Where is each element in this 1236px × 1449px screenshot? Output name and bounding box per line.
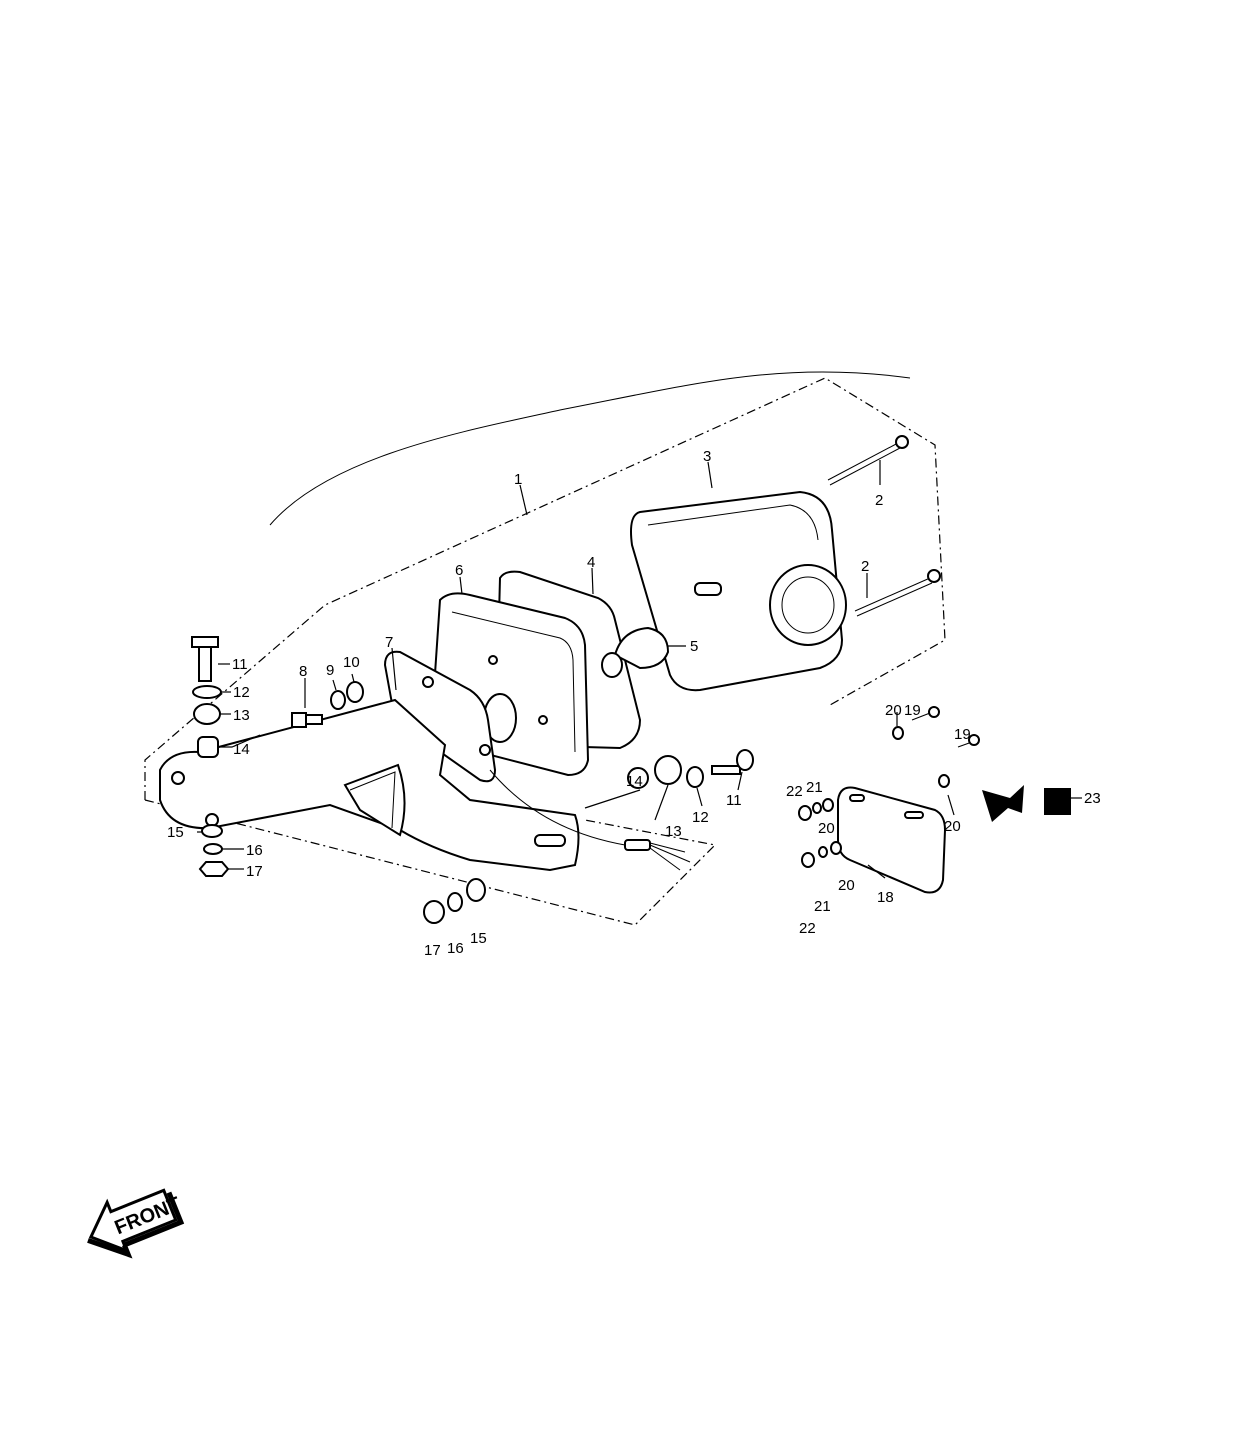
callout-14: 14 bbox=[233, 741, 250, 758]
nut-17-left bbox=[198, 861, 230, 877]
front-direction-arrow: FRONT bbox=[87, 1188, 185, 1259]
washer-20-d bbox=[830, 841, 842, 855]
callout-19: 19 bbox=[954, 726, 971, 743]
nut-22-a bbox=[798, 805, 812, 821]
washer-left bbox=[192, 685, 222, 699]
washer-10 bbox=[346, 681, 364, 703]
lockwasher-21-a bbox=[812, 802, 822, 814]
fender-outline bbox=[269, 371, 911, 526]
lockwasher-16-left bbox=[203, 843, 223, 855]
callout-21: 21 bbox=[806, 779, 823, 796]
washer-15-bottom bbox=[466, 878, 486, 902]
callout-13: 13 bbox=[233, 707, 250, 724]
bolt-right bbox=[711, 749, 754, 775]
callout-9: 9 bbox=[326, 662, 334, 679]
bolt-left bbox=[191, 636, 219, 682]
callout-17: 17 bbox=[424, 942, 441, 959]
callout-11: 11 bbox=[726, 792, 742, 809]
nut-22-b bbox=[801, 852, 815, 868]
callout-23: 23 bbox=[1084, 790, 1101, 807]
callout-7: 7 bbox=[385, 634, 393, 651]
callout-6: 6 bbox=[455, 562, 463, 579]
assembly-boundary-lower bbox=[144, 799, 717, 926]
grommet-right bbox=[654, 755, 682, 785]
screw-19-a bbox=[911, 706, 940, 721]
callout-20: 20 bbox=[818, 820, 835, 837]
leader-lines bbox=[197, 460, 1082, 879]
washer-20-c bbox=[822, 798, 834, 812]
callout-12: 12 bbox=[233, 684, 250, 701]
callout-12: 12 bbox=[692, 809, 709, 826]
callout-21: 21 bbox=[814, 898, 831, 915]
callout-4: 4 bbox=[587, 554, 595, 571]
callout-22: 22 bbox=[786, 783, 803, 800]
assembly-boundary bbox=[144, 377, 946, 800]
callout-16: 16 bbox=[246, 842, 263, 859]
grommet-left bbox=[193, 703, 221, 725]
callout-3: 3 bbox=[703, 448, 711, 465]
callout-15: 15 bbox=[167, 824, 184, 841]
washer-right bbox=[686, 766, 704, 788]
wire-harness bbox=[624, 839, 691, 871]
long-screw-lower bbox=[854, 569, 941, 617]
callout-19: 19 bbox=[904, 702, 921, 719]
callout-16: 16 bbox=[447, 940, 464, 957]
callout-20: 20 bbox=[944, 818, 961, 835]
nut-17-bottom bbox=[423, 900, 445, 924]
washer-15-left bbox=[201, 824, 223, 838]
collar-left bbox=[197, 736, 219, 758]
callout-2: 2 bbox=[861, 558, 869, 575]
lockwasher-21-b bbox=[818, 846, 828, 858]
bulb bbox=[601, 626, 670, 678]
callout-17: 17 bbox=[246, 863, 263, 880]
long-screw-upper bbox=[827, 435, 909, 486]
callout-8: 8 bbox=[299, 663, 307, 680]
callout-22: 22 bbox=[799, 920, 816, 937]
lockwasher-16-bottom bbox=[447, 892, 463, 912]
fuse-block bbox=[1044, 788, 1071, 815]
callout-2: 2 bbox=[875, 492, 883, 509]
callout-18: 18 bbox=[877, 889, 894, 906]
callout-20: 20 bbox=[838, 877, 855, 894]
washer-20-b bbox=[938, 774, 950, 788]
callout-5: 5 bbox=[690, 638, 698, 655]
callout-15: 15 bbox=[470, 930, 487, 947]
callout-1: 1 bbox=[514, 471, 522, 488]
taillight-housing bbox=[630, 490, 847, 692]
washer-20-a bbox=[892, 726, 904, 740]
bolt-8 bbox=[291, 712, 323, 728]
callout-14: 14 bbox=[626, 773, 643, 790]
fuse-clip bbox=[982, 785, 1024, 822]
callout-20: 20 bbox=[885, 702, 902, 719]
mounting-bracket bbox=[159, 650, 626, 872]
callout-11: 11 bbox=[232, 656, 248, 673]
collar-right bbox=[627, 767, 649, 789]
lockwasher-9 bbox=[330, 690, 346, 710]
screw-19-b bbox=[957, 734, 980, 748]
callout-10: 10 bbox=[343, 654, 360, 671]
callout-13: 13 bbox=[665, 823, 682, 840]
